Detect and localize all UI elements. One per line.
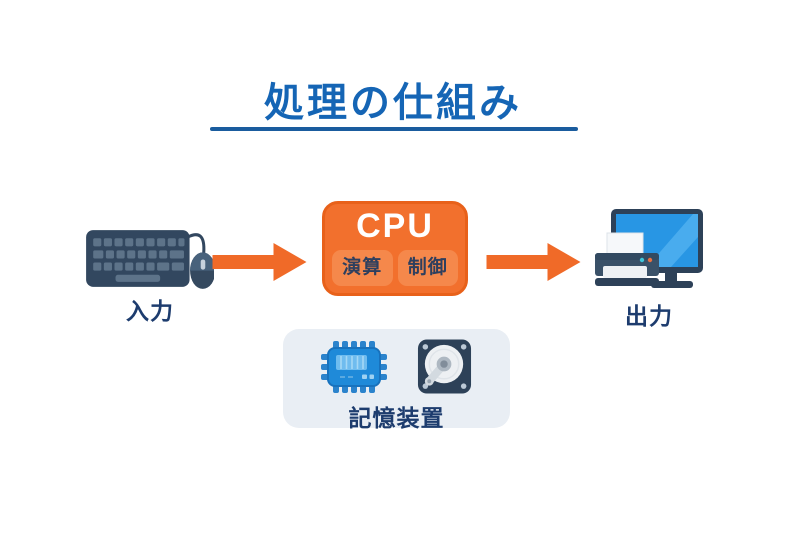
memory-chip-icon [321, 341, 387, 393]
hard-disk-icon [417, 339, 472, 394]
cpu-unit-control: 制御 [397, 250, 458, 286]
storage-label: 記憶装置 [348, 405, 445, 431]
storage-node: 記憶装置 [283, 329, 510, 431]
output-label: 出力 [625, 303, 673, 329]
cpu-units: 演算 制御 [332, 250, 458, 286]
storage-icons [283, 329, 510, 396]
arrow-right-icon [486, 243, 581, 281]
cpu-title: CPU [356, 207, 434, 245]
input-label: 入力 [126, 298, 174, 324]
arrow-right-icon [212, 243, 307, 281]
monitor-printer-icon [595, 209, 703, 288]
title-underline [210, 127, 578, 131]
cpu-unit-arithmetic: 演算 [332, 250, 393, 286]
cpu-node: CPU 演算 制御 [322, 201, 468, 296]
page-title: 処理の仕組み [264, 81, 522, 125]
keyboard-mouse-icon [86, 230, 214, 289]
